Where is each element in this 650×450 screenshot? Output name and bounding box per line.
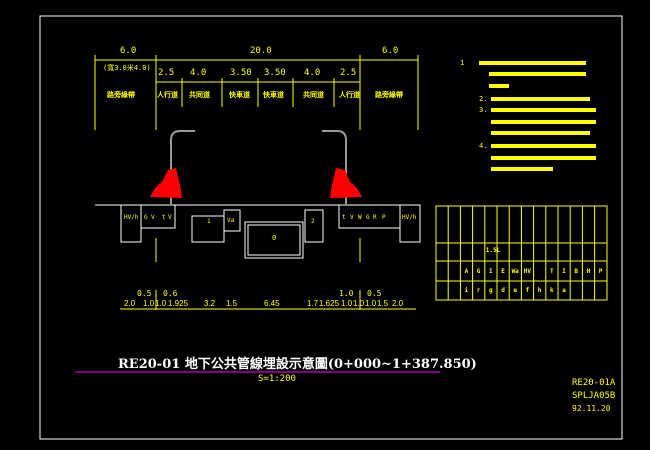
table-cell: k bbox=[549, 287, 554, 294]
drawing-code: SPLJA05B bbox=[572, 391, 616, 401]
duct-right: 2 bbox=[311, 218, 315, 225]
trees bbox=[150, 168, 362, 198]
table-cell: a bbox=[562, 287, 566, 294]
bottom-dim: 1.0 bbox=[143, 299, 155, 308]
table-cell: Wa bbox=[511, 268, 519, 275]
lane-label: 快車道 bbox=[263, 91, 284, 99]
drawing-number: RE20-01A bbox=[572, 378, 616, 388]
conduit-right: P bbox=[382, 214, 386, 221]
bottom-dim: 1.925 bbox=[168, 299, 189, 308]
table-cell: HV bbox=[523, 268, 531, 275]
conduit-right: V bbox=[350, 214, 354, 221]
dim-note: (寬3.0米4.0) bbox=[103, 64, 151, 72]
table-cell: e bbox=[513, 287, 517, 294]
table-cell: G bbox=[476, 268, 481, 275]
lane-label: 人行道 bbox=[339, 91, 360, 99]
table-row2-mark: 1.5L bbox=[485, 247, 501, 254]
upper-dim-2: 0.6 bbox=[163, 289, 178, 298]
bottom-dim: 3.2 bbox=[204, 299, 216, 308]
table-cell: E bbox=[501, 268, 505, 275]
conduit-left-box: HV/h bbox=[124, 214, 139, 221]
table-cell: I bbox=[488, 268, 493, 275]
sheet-border bbox=[39, 15, 623, 440]
conduit-right: R bbox=[373, 214, 377, 221]
conduit-right: G bbox=[366, 214, 370, 221]
table-cell: P bbox=[598, 268, 603, 275]
bottom-dim: 2.0 bbox=[392, 299, 404, 308]
lane-dim: 4.0 bbox=[304, 68, 321, 78]
bottom-dim: 1.0 bbox=[365, 299, 377, 308]
section-outline bbox=[95, 204, 421, 259]
table-cell: f bbox=[525, 287, 530, 294]
conduit-right: t bbox=[342, 214, 346, 221]
conduit-left-1: G bbox=[144, 214, 148, 221]
bottom-dim: 6.45 bbox=[264, 299, 280, 308]
drawing-scale: S=1:200 bbox=[258, 374, 296, 384]
lane-label: 人行道 bbox=[157, 91, 178, 99]
upper-dim-4: 0.5 bbox=[367, 289, 382, 298]
upper-dim-3: 1.0 bbox=[339, 289, 354, 298]
table-cell: r bbox=[476, 287, 481, 294]
table-cell: A bbox=[464, 268, 469, 275]
lane-label: 共同道 bbox=[303, 91, 324, 99]
duct-left: 1 bbox=[207, 218, 211, 225]
legend-table-grid bbox=[435, 205, 608, 301]
conduit-left-2: V bbox=[151, 214, 155, 221]
table-cell: B bbox=[574, 268, 578, 275]
dim-middle: 20.0 bbox=[250, 46, 272, 56]
lane-dim: 3.50 bbox=[230, 68, 252, 78]
bottom-dim: 1.0 bbox=[341, 299, 353, 308]
conduit-right: W bbox=[358, 214, 362, 221]
lane-dim: 2.5 bbox=[158, 68, 175, 78]
dim-left: 6.0 bbox=[120, 46, 137, 56]
bottom-dim: 1.625 bbox=[319, 299, 340, 308]
dim-right: 6.0 bbox=[382, 46, 399, 56]
lane-dim: 4.0 bbox=[190, 68, 207, 78]
drawing-title: RE20-01 地下公共管線埋設示意圖(0+000~1+387.850) bbox=[118, 357, 477, 372]
side-label-right: 路旁綠帶 bbox=[375, 91, 403, 99]
conduit-left-4: V bbox=[168, 214, 172, 221]
table-cell: I bbox=[562, 268, 566, 275]
upper-dim-1: 0.5 bbox=[137, 289, 152, 298]
bottom-dim: 1.7 bbox=[307, 299, 319, 308]
utility-tunnel: 0 bbox=[272, 234, 277, 242]
side-label-left: 路旁綠帶 bbox=[107, 91, 135, 99]
lane-label: 共同道 bbox=[189, 91, 210, 99]
table-cell: H bbox=[586, 268, 591, 275]
lane-label: 快車道 bbox=[229, 91, 250, 99]
bottom-dim: 1.0 bbox=[155, 299, 167, 308]
conduit-right-box: HV/h bbox=[402, 214, 417, 221]
duct-mid: Va bbox=[227, 217, 235, 224]
bottom-dim: 1.5 bbox=[377, 299, 389, 308]
bottom-dim: 1.0 bbox=[353, 299, 365, 308]
note-2-number: 2. bbox=[479, 95, 488, 103]
lane-dim: 2.5 bbox=[340, 68, 357, 78]
table-cell: h bbox=[537, 287, 542, 294]
top-dimension-lines bbox=[94, 55, 419, 310]
table-cell: i bbox=[464, 287, 469, 294]
note-4-number: 4. bbox=[479, 142, 488, 150]
table-cell: d bbox=[501, 287, 505, 294]
bottom-dim: 1.5 bbox=[226, 299, 238, 308]
note-3-number: 3. bbox=[479, 106, 488, 114]
street-lights bbox=[170, 130, 347, 205]
table-cell: T bbox=[549, 268, 554, 275]
drawing-date: 92.11.20 bbox=[572, 404, 611, 413]
conduit-left-3: t bbox=[162, 214, 166, 221]
lane-dim: 3.50 bbox=[264, 68, 286, 78]
note-1-number: 1 bbox=[460, 59, 465, 67]
table-cell: g bbox=[488, 287, 493, 294]
bottom-dim: 2.0 bbox=[124, 299, 136, 308]
